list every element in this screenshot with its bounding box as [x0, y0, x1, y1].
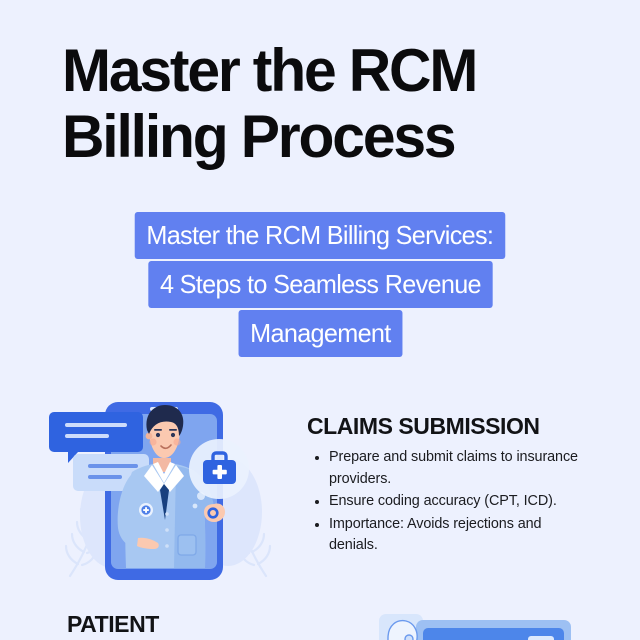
skull-outline — [387, 619, 418, 640]
section-heading-patient: PATIENT — [67, 611, 159, 637]
subtitle-line-2: 4 Steps to Seamless Revenue — [147, 261, 493, 308]
ok-hand-gesture — [207, 507, 219, 519]
subtitle-line-1-wrap: Master the RCM Billing Services: — [0, 212, 640, 259]
subtitle: Master the RCM Billing Services: 4 Steps… — [0, 212, 640, 359]
chat-bubble-dark — [49, 412, 143, 463]
list-item: Importance: Avoids rejections and denial… — [315, 514, 582, 557]
skull-xray-illustration — [376, 612, 576, 640]
section-bullet-list: Prepare and submit claims to insurance p… — [307, 447, 582, 557]
section-heading: CLAIMS SUBMISSION — [307, 413, 540, 439]
medical-bag-icon — [189, 439, 249, 509]
subtitle-line-3: Management — [238, 310, 402, 357]
doctor-figure — [117, 405, 225, 568]
spine-segment — [528, 636, 554, 640]
page-title-line-1: Master the RCM — [62, 37, 478, 104]
xray-screen-inner — [423, 628, 564, 640]
section-claims-submission: CLAIMS SUBMISSION Prepare and submit cla… — [307, 412, 582, 558]
doctor-in-smartphone-illustration — [48, 396, 288, 592]
page-title: Master the RCM Billing Process — [62, 38, 582, 170]
subtitle-line-2-wrap: 4 Steps to Seamless Revenue — [0, 261, 640, 308]
subtitle-line-3-wrap: Management — [0, 310, 640, 357]
list-item: Prepare and submit claims to insurance p… — [315, 447, 582, 490]
list-item: Ensure coding accuracy (CPT, ICD). — [315, 491, 582, 513]
page-title-line-2: Billing Process — [62, 103, 457, 170]
subtitle-line-1: Master the RCM Billing Services: — [134, 212, 506, 259]
